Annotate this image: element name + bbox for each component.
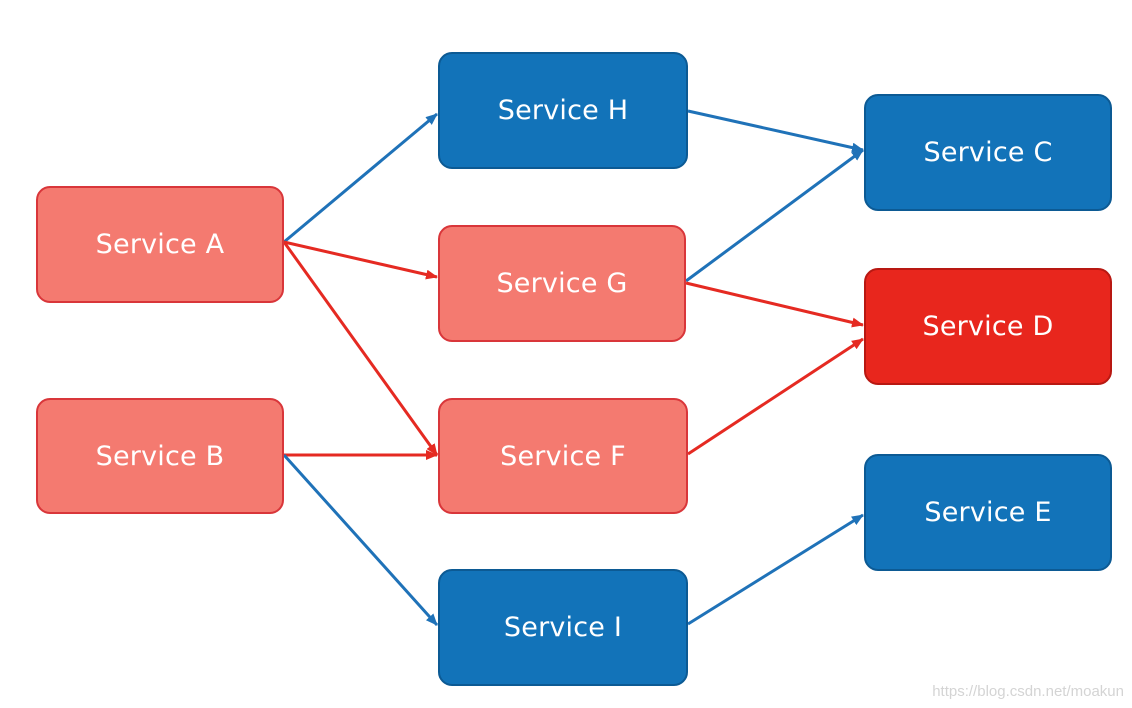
- node-service-c: Service C: [864, 94, 1112, 211]
- edge-g-to-d: [685, 281, 864, 328]
- node-service-a-label: Service A: [95, 229, 225, 260]
- edge-a-to-g: [283, 240, 438, 280]
- node-service-d: Service D: [864, 268, 1112, 385]
- node-service-i: Service I: [438, 569, 688, 686]
- node-service-g-label: Service G: [496, 268, 628, 299]
- edge-a-to-f: [282, 241, 439, 456]
- node-service-g: Service G: [438, 225, 686, 342]
- edge-f-to-d: [687, 337, 864, 456]
- node-service-f: Service F: [438, 398, 688, 514]
- node-service-e-label: Service E: [924, 497, 1052, 528]
- watermark: https://blog.csdn.net/moakun: [932, 683, 1124, 700]
- node-service-h: Service H: [438, 52, 688, 169]
- node-service-b: Service B: [36, 398, 284, 514]
- node-service-a: Service A: [36, 186, 284, 303]
- edge-h-to-c: [687, 109, 864, 153]
- edge-i-to-e: [687, 513, 864, 626]
- node-service-b-label: Service B: [95, 440, 225, 472]
- node-service-f-label: Service F: [500, 440, 626, 472]
- node-service-d-label: Service D: [922, 311, 1054, 342]
- edge-b-to-i: [282, 453, 439, 627]
- node-service-i-label: Service I: [503, 612, 623, 643]
- edge-g-to-c: [685, 148, 864, 283]
- edge-a-to-h: [283, 112, 438, 244]
- node-service-h-label: Service H: [497, 95, 629, 126]
- node-service-c-label: Service C: [923, 137, 1053, 168]
- node-service-e: Service E: [864, 454, 1112, 571]
